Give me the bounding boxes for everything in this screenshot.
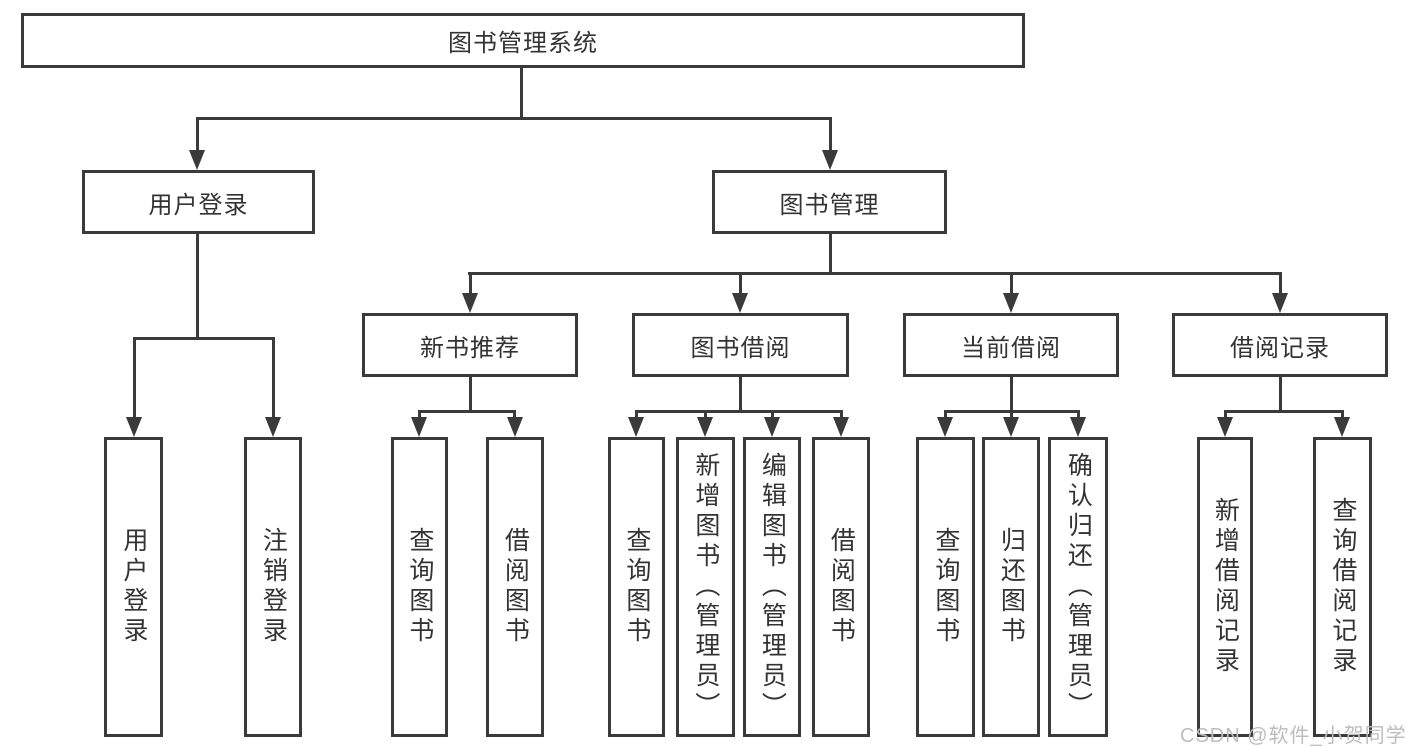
arrow-down-icon: [697, 417, 713, 437]
arrow-down-icon: [462, 293, 478, 313]
connector-line: [635, 410, 638, 419]
connector-line: [739, 377, 742, 411]
node-book-borrow-label: 图书借阅: [690, 334, 791, 362]
node-leaf-borrow-books-borrow-label: 借阅图书: [827, 527, 856, 647]
arrow-down-icon: [507, 417, 523, 437]
arrow-down-icon: [1003, 417, 1019, 437]
node-leaf-edit-book-admin-label: 编辑图书（管理员）: [758, 452, 787, 722]
node-leaf-borrow-books-recommend: 借阅图书: [486, 437, 544, 737]
node-borrow-record-label: 借阅记录: [1230, 334, 1330, 362]
node-book-borrow: 图书借阅: [632, 313, 849, 377]
connector-line: [1341, 410, 1344, 419]
node-leaf-query-books-current-label: 查询图书: [931, 527, 960, 647]
node-leaf-confirm-return-admin-label: 确认归还（管理员）: [1064, 452, 1093, 722]
connector-line: [771, 410, 774, 419]
connector-line: [829, 118, 832, 152]
arrow-down-icon: [764, 417, 780, 437]
node-current-borrow: 当前借阅: [903, 313, 1119, 377]
arrow-down-icon: [126, 417, 142, 437]
connector-line: [944, 410, 947, 419]
connector-line: [196, 117, 832, 120]
arrow-down-icon: [265, 417, 281, 437]
arrow-down-icon: [1217, 417, 1233, 437]
node-leaf-query-borrow-record: 查询借阅记录: [1313, 437, 1372, 737]
node-leaf-query-books-current: 查询图书: [916, 437, 975, 737]
connector-line: [1279, 273, 1282, 294]
node-leaf-confirm-return-admin: 确认归还（管理员）: [1048, 437, 1108, 737]
connector-line: [1224, 410, 1344, 413]
connector-line: [1224, 410, 1227, 419]
node-leaf-add-book-admin: 新增图书（管理员）: [676, 437, 735, 737]
connector-line: [520, 68, 523, 118]
node-user-login-label: 用户登录: [148, 191, 249, 219]
connector-line: [469, 273, 472, 294]
connector-line: [468, 272, 1282, 275]
arrow-down-icon: [822, 150, 838, 170]
connector-line: [418, 410, 516, 413]
connector-line: [635, 410, 842, 413]
node-leaf-query-books-recommend-label: 查询图书: [405, 527, 434, 647]
watermark: CSDN @软件_小贺同学: [1180, 725, 1405, 747]
node-leaf-return-book-label: 归还图书: [997, 527, 1026, 647]
arrow-down-icon: [411, 417, 427, 437]
arrow-down-icon: [1334, 417, 1350, 437]
node-book-management: 图书管理: [712, 170, 947, 234]
node-leaf-edit-book-admin: 编辑图书（管理员）: [743, 437, 801, 737]
node-leaf-query-books-borrow-label: 查询图书: [622, 527, 651, 647]
node-root: 图书管理系统: [21, 13, 1025, 68]
node-leaf-logout-label: 注销登录: [259, 527, 288, 647]
connector-line: [829, 234, 832, 273]
arrow-down-icon: [833, 417, 849, 437]
node-leaf-user-login: 用户登录: [104, 437, 163, 737]
node-borrow-record: 借阅记录: [1172, 313, 1388, 377]
connector-line: [469, 377, 472, 411]
connector-line: [196, 118, 199, 152]
node-book-management-label: 图书管理: [779, 191, 880, 219]
connector-line: [1010, 377, 1013, 411]
connector-line: [1010, 410, 1013, 419]
arrow-down-icon: [732, 293, 748, 313]
arrow-down-icon: [1272, 293, 1288, 313]
node-user-login: 用户登录: [82, 170, 315, 234]
node-leaf-query-books-borrow: 查询图书: [608, 437, 665, 737]
node-leaf-add-borrow-record-label: 新增借阅记录: [1211, 497, 1240, 677]
node-leaf-return-book: 归还图书: [982, 437, 1040, 737]
connector-line: [840, 410, 843, 419]
node-leaf-borrow-books-recommend-label: 借阅图书: [501, 527, 530, 647]
connector-line: [196, 234, 199, 338]
connector-line: [1077, 410, 1080, 419]
connector-line: [704, 410, 707, 419]
arrow-down-icon: [628, 417, 644, 437]
connector-line: [418, 410, 421, 419]
node-leaf-borrow-books-borrow: 借阅图书: [812, 437, 870, 737]
node-current-borrow-label: 当前借阅: [961, 334, 1061, 362]
node-root-label: 图书管理系统: [448, 30, 598, 57]
node-leaf-add-borrow-record: 新增借阅记录: [1197, 437, 1253, 737]
connector-line: [1279, 377, 1282, 411]
node-new-book-recommend-label: 新书推荐: [420, 334, 520, 362]
node-leaf-query-books-recommend: 查询图书: [391, 437, 448, 737]
connector-line: [513, 410, 516, 419]
node-leaf-user-login-label: 用户登录: [119, 527, 148, 647]
node-new-book-recommend: 新书推荐: [362, 313, 578, 377]
arrow-down-icon: [189, 150, 205, 170]
connector-line: [272, 337, 275, 419]
node-leaf-query-borrow-record-label: 查询借阅记录: [1328, 497, 1357, 677]
connector-line: [1010, 273, 1013, 294]
arrow-down-icon: [1070, 417, 1086, 437]
arrow-down-icon: [1003, 293, 1019, 313]
node-leaf-logout: 注销登录: [244, 437, 302, 737]
node-leaf-add-book-admin-label: 新增图书（管理员）: [691, 452, 720, 722]
connector-line: [133, 337, 275, 340]
connector-line: [739, 273, 742, 294]
connector-line: [133, 337, 136, 419]
arrow-down-icon: [937, 417, 953, 437]
